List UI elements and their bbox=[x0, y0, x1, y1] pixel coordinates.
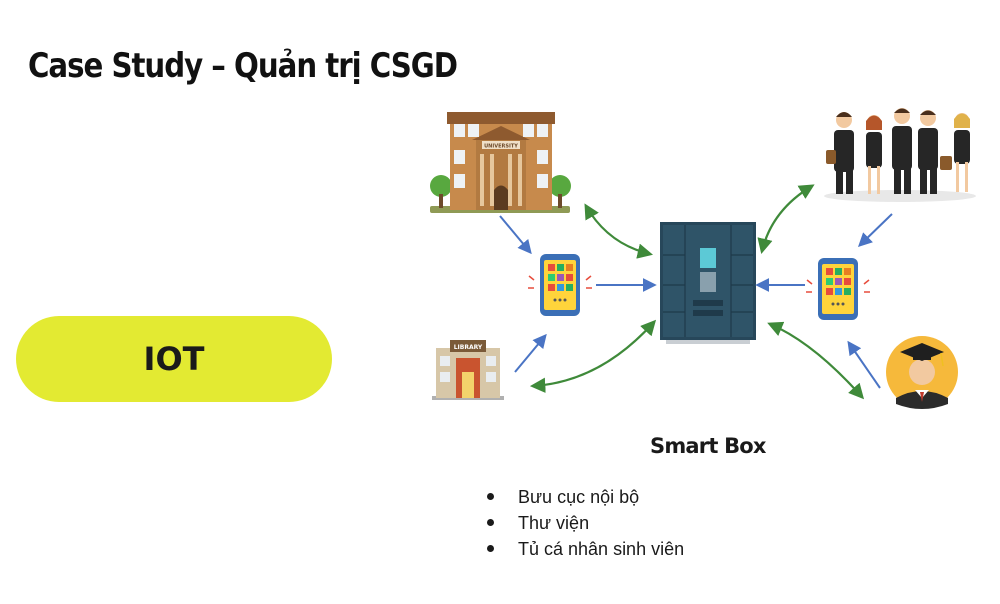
slide-title: Case Study – Quản trị CSGD bbox=[28, 46, 458, 86]
arrow-locker-library bbox=[529, 319, 657, 393]
business-people-icon bbox=[824, 108, 976, 202]
university-building-icon: UNIVERSITY bbox=[430, 112, 571, 213]
library-building-icon: LIBRARY bbox=[432, 340, 504, 400]
university-sign: UNIVERSITY bbox=[484, 144, 518, 150]
arrow-student-to-phone bbox=[847, 340, 881, 389]
arrow-locker-people bbox=[757, 184, 815, 254]
green-arrows bbox=[529, 184, 865, 400]
topic-pill: IOT bbox=[16, 316, 332, 402]
smart-box-label: Smart Box bbox=[650, 434, 766, 458]
arrow-people-to-phone bbox=[857, 213, 893, 247]
smartphone-icon-right bbox=[806, 258, 870, 320]
arrow-locker-university bbox=[584, 203, 653, 259]
list-item: Tủ cá nhân sinh viên bbox=[484, 536, 684, 562]
smartphone-icon-left bbox=[528, 254, 592, 316]
list-item: Thư viện bbox=[484, 510, 684, 536]
feature-list: Bưu cục nội bộ Thư viện Tủ cá nhân sinh … bbox=[484, 484, 684, 562]
arrow-university-to-phone bbox=[499, 215, 532, 255]
graduate-student-icon bbox=[886, 336, 958, 409]
list-item: Bưu cục nội bộ bbox=[484, 484, 684, 510]
library-sign: LIBRARY bbox=[454, 344, 483, 351]
smart-locker-icon bbox=[660, 222, 756, 344]
topic-label: IOT bbox=[143, 340, 205, 378]
arrow-locker-student bbox=[767, 321, 865, 400]
arrow-library-to-phone bbox=[514, 333, 547, 373]
